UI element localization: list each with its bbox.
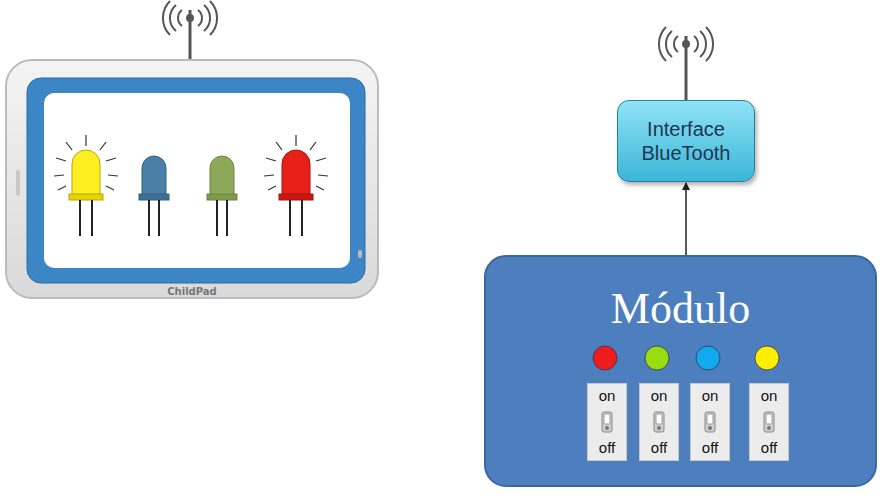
antenna-icon bbox=[163, 1, 217, 60]
switch-on-label: on bbox=[588, 388, 626, 403]
module-box: Módulo on off on off on off on off bbox=[484, 255, 877, 487]
tablet-brand: ChildPad bbox=[6, 286, 378, 297]
indicator-led bbox=[696, 346, 720, 370]
switch-on-label: on bbox=[691, 388, 729, 403]
indicator-led bbox=[593, 346, 617, 370]
led-yellow-lit bbox=[54, 135, 118, 236]
toggle-switch: on off bbox=[587, 383, 627, 461]
tablet bbox=[6, 60, 378, 298]
toggle-switch: on off bbox=[639, 383, 679, 461]
switch-off-label: off bbox=[640, 440, 678, 455]
led-red-lit bbox=[264, 135, 328, 236]
tablet-frame: ChildPad bbox=[6, 60, 378, 298]
toggle-switch: on off bbox=[690, 383, 730, 461]
indicator-led bbox=[755, 346, 779, 370]
interface-box: Interface BlueTooth bbox=[617, 100, 755, 182]
interface-label: Interface BlueTooth bbox=[618, 117, 754, 165]
switch-on-label: on bbox=[640, 388, 678, 403]
antenna-icon bbox=[659, 27, 713, 100]
led-blue bbox=[139, 156, 169, 236]
switch-off-label: off bbox=[588, 440, 626, 455]
module-title: Módulo bbox=[486, 283, 875, 334]
switch-off-label: off bbox=[691, 440, 729, 455]
switch-on-label: on bbox=[750, 388, 788, 403]
switch-off-label: off bbox=[750, 440, 788, 455]
connector-arrow bbox=[685, 183, 687, 255]
led-green bbox=[207, 156, 237, 236]
toggle-switch: on off bbox=[749, 383, 789, 461]
indicator-led bbox=[645, 346, 669, 370]
